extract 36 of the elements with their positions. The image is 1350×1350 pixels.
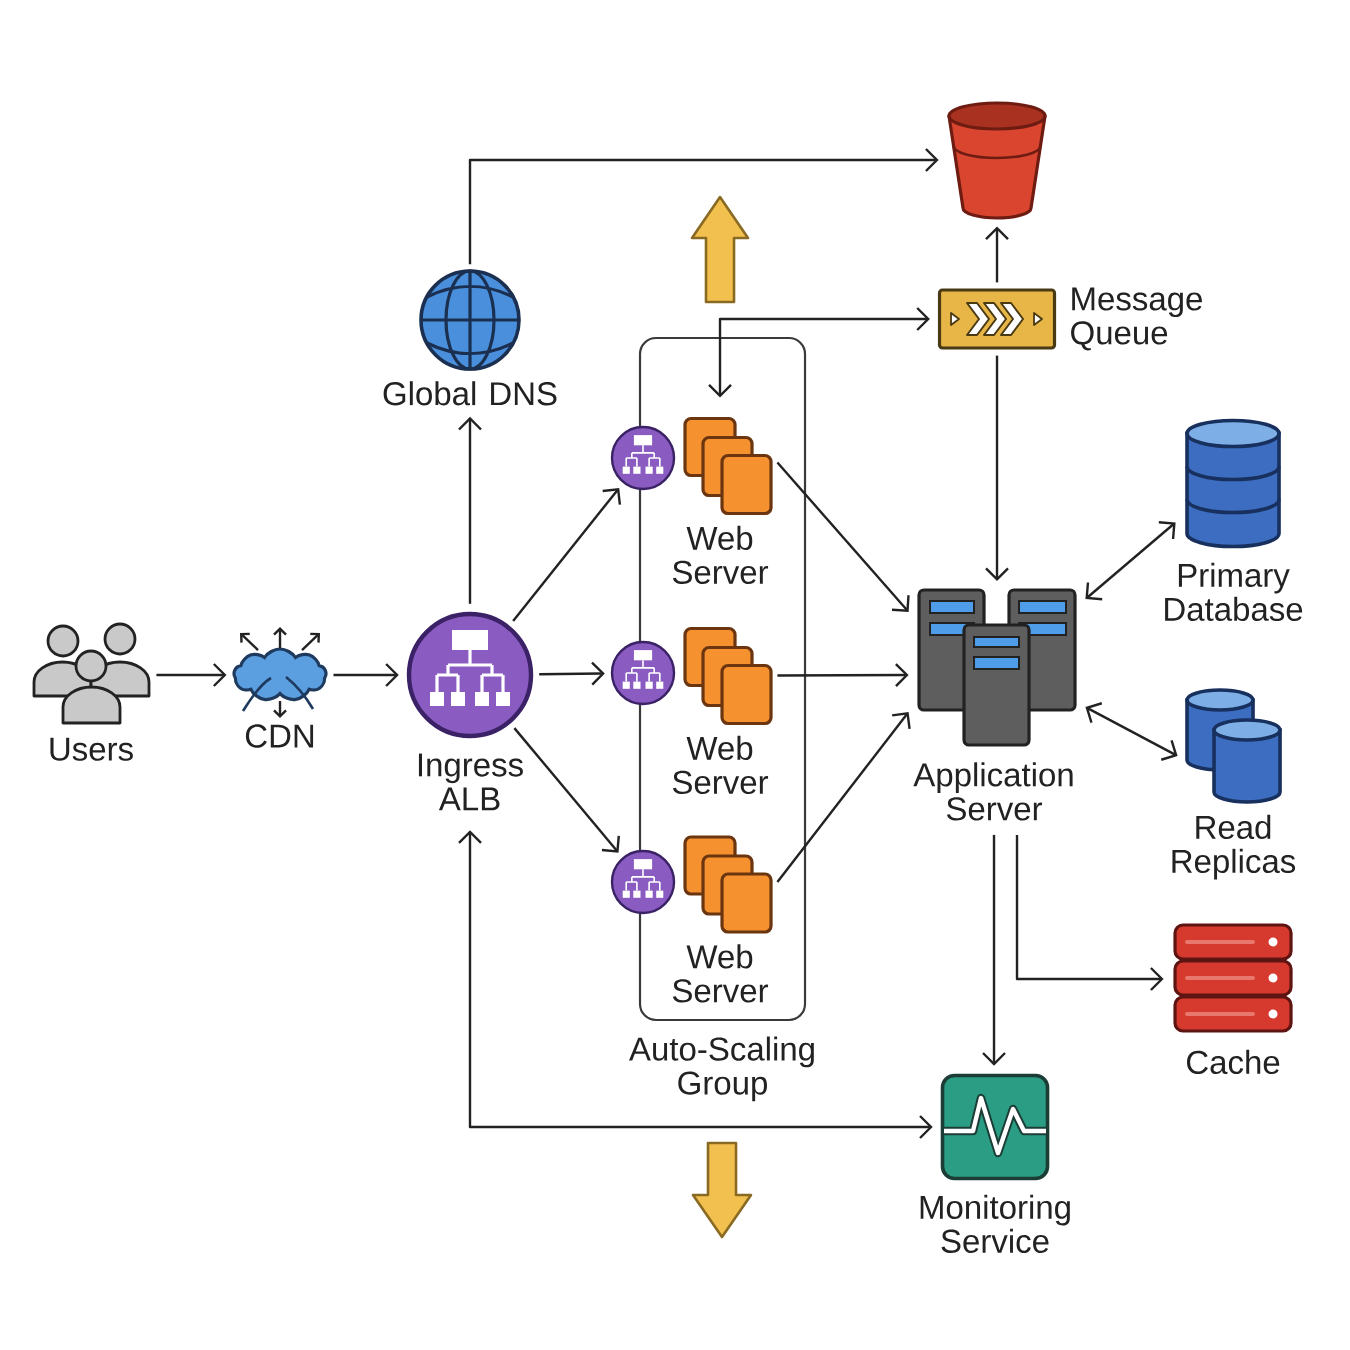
node-label: Primary Database (1165, 562, 1303, 622)
node-label: Application Server (913, 762, 1073, 821)
arrow (776, 461, 910, 612)
hierarchy-icon (610, 640, 676, 706)
node-label: Web Server (672, 735, 769, 795)
node-label: Read Replicas (1172, 814, 1296, 880)
arrow (1015, 834, 1164, 991)
arrow (468, 148, 939, 265)
bucket-icon (947, 101, 1047, 220)
arrow (513, 727, 620, 853)
arrow (458, 416, 482, 604)
arrow (777, 663, 909, 687)
arrow (333, 663, 399, 687)
node-label: Global DNS (383, 381, 557, 406)
arrow (708, 307, 930, 398)
arrow (985, 226, 1009, 283)
node-label: Users (50, 737, 133, 761)
arrow (776, 712, 911, 883)
hierarchy-icon (610, 425, 676, 491)
node-label: Ingress ALB (418, 753, 523, 811)
hierarchy-icon (610, 849, 676, 915)
node-label: Web Server (672, 944, 769, 1003)
arrow (982, 834, 1006, 1066)
arrow (512, 487, 622, 622)
node-label: Message Queue (1071, 287, 1202, 351)
node-label: Auto-Scaling Group (629, 1036, 814, 1102)
arrow (458, 830, 933, 1139)
arrow (1085, 521, 1176, 601)
arrow (985, 355, 1009, 582)
arrow (539, 661, 605, 686)
node-label: Web Server (672, 525, 769, 585)
arrow (156, 663, 227, 687)
node-label: Monitoring Service (920, 1194, 1070, 1253)
node-label: CDN (245, 724, 314, 748)
arrow (1085, 702, 1178, 761)
node-label: Cache (1187, 1049, 1280, 1075)
